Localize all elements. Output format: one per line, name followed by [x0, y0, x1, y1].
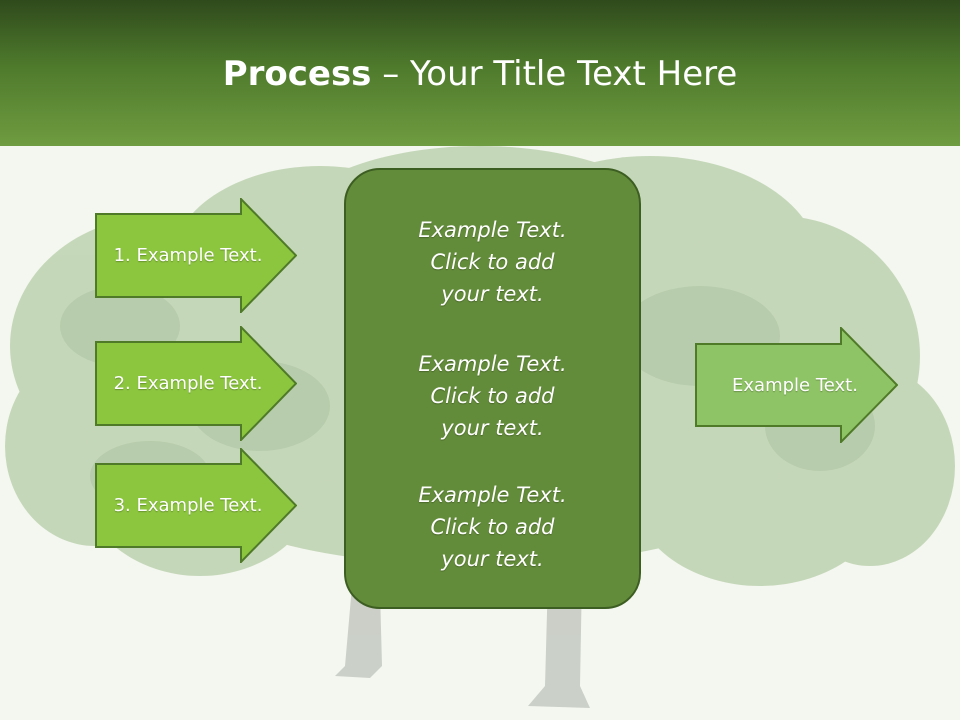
- content-text-block-2[interactable]: Example Text. Click to add your text.: [418, 352, 567, 440]
- content-text-block-3[interactable]: Example Text. Click to add your text.: [418, 483, 567, 571]
- step-arrow-2[interactable]: 2. Example Text.: [95, 326, 297, 441]
- content-box[interactable]: Example Text. Click to add your text. Ex…: [344, 168, 641, 609]
- step-label-3: 3. Example Text.: [113, 495, 263, 516]
- title-bar: Process – Your Title Text Here: [0, 0, 960, 146]
- step-arrow-3[interactable]: 3. Example Text.: [95, 448, 297, 563]
- arrow-shape: [95, 326, 297, 441]
- page-title[interactable]: Process – Your Title Text Here: [0, 52, 960, 96]
- arrow-shape: [95, 198, 297, 313]
- step-arrow-1[interactable]: 1. Example Text.: [95, 198, 297, 313]
- arrow-shape: [95, 448, 297, 563]
- result-label: Example Text.: [732, 374, 858, 396]
- title-bold: Process: [222, 54, 372, 94]
- result-arrow[interactable]: Example Text.: [695, 327, 898, 443]
- step-label-2: 2. Example Text.: [113, 373, 263, 394]
- step-label-1: 1. Example Text.: [113, 245, 263, 266]
- title-rest: – Your Title Text Here: [371, 54, 738, 94]
- arrow-shape: [695, 327, 898, 443]
- content-text-block-1[interactable]: Example Text. Click to add your text.: [418, 218, 567, 306]
